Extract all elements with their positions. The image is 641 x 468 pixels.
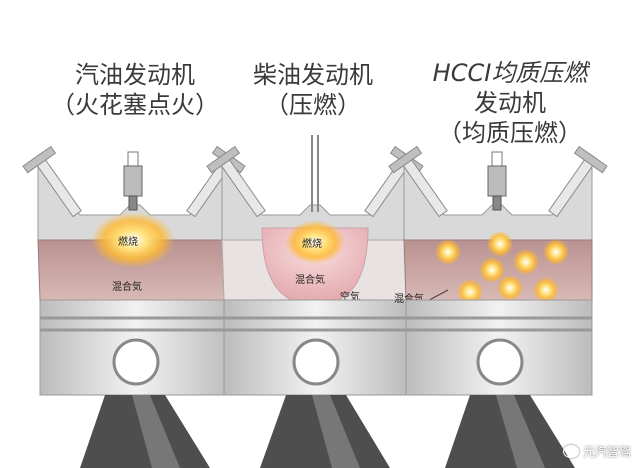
panel-1-title: 汽油发动机 （火花塞点火） — [40, 60, 230, 120]
panel-2-title-line1: 柴油发动机 — [253, 61, 373, 89]
panel-3-title-line3: （均质压燃） — [438, 119, 582, 147]
panel-2-combustion-label: 燃烧 — [302, 237, 322, 250]
panel-2-title-line2: （压燃） — [265, 91, 361, 119]
panel-1-combustion-label: 燃烧 — [118, 235, 138, 248]
panel-1-title-line2: （火花塞点火） — [51, 91, 219, 119]
panel-3-piston-pin — [476, 338, 524, 386]
panel-3-exhaust-valve — [548, 145, 608, 218]
panel-2-intake-valve — [206, 145, 266, 218]
panel-3-title: HCCI均质压燃 发动机 （均质压燃） — [400, 58, 620, 148]
panel-1-engine: 燃烧 混合気 — [22, 145, 246, 468]
panel-2-flame — [285, 220, 345, 264]
watermark: 元汽智驾 — [562, 443, 631, 460]
panel-1-flame — [91, 212, 175, 268]
panel-1-spark-plug — [123, 151, 143, 211]
panel-3-intake-valve — [388, 145, 448, 218]
panel-1-mixture-label: 混合気 — [112, 280, 142, 293]
panel-3-title-line1: HCCI均质压燃 — [432, 59, 588, 87]
panel-3-engine: 混合気 — [388, 145, 608, 468]
panel-2-engine: 燃烧 混合気 空気 — [206, 135, 424, 468]
panel-2-mixture-label: 混合気 — [295, 273, 325, 286]
panel-1-title-line1: 汽油发动机 — [75, 61, 195, 89]
panel-1-intake-valve — [22, 145, 82, 218]
watermark-text: 元汽智驾 — [582, 445, 631, 459]
panel-3-combustion-points — [435, 231, 569, 305]
panel-2-injector — [311, 135, 319, 212]
wechat-icon — [562, 445, 579, 458]
panel-2-title: 柴油发动机 （压燃） — [218, 60, 408, 120]
panel-3-title-line2: 发动机 — [474, 89, 546, 117]
panel-2-piston-pin — [292, 338, 340, 386]
panel-1-piston-pin — [112, 338, 160, 386]
panel-3-spark-plug — [487, 151, 507, 211]
